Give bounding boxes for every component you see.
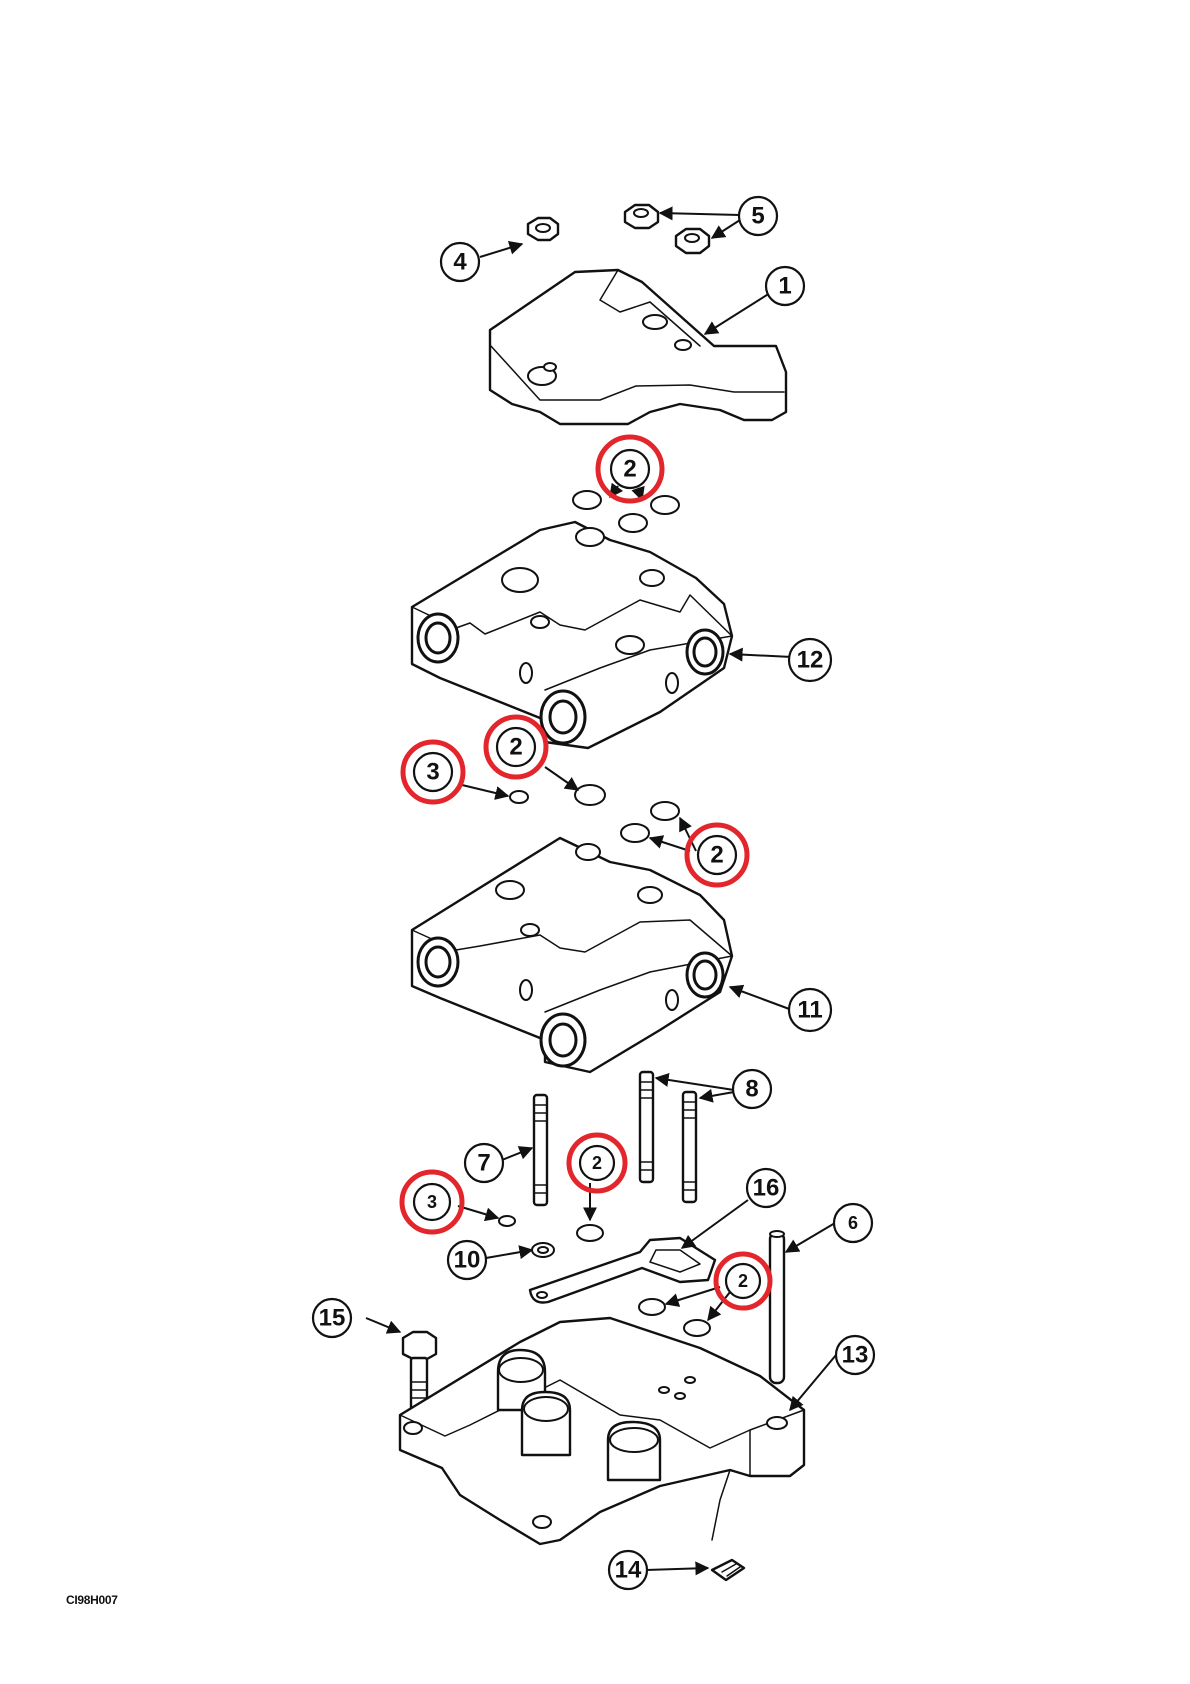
callout-label: 12 — [797, 647, 824, 674]
nut-part-4 — [526, 216, 560, 242]
callout-2d: 2 — [566, 1132, 628, 1194]
callout-label: 1 — [778, 273, 791, 300]
callout-13: 13 — [834, 1334, 876, 1376]
callout-label: 2 — [592, 1153, 602, 1173]
callout-14: 14 — [607, 1549, 649, 1591]
o-rings-middle — [509, 784, 680, 843]
callout-label: 2 — [509, 734, 522, 761]
callout-label: 2 — [623, 456, 636, 483]
nut-part-5b — [674, 227, 711, 255]
callout-2b: 2 — [483, 714, 549, 780]
callout-label: 3 — [426, 759, 439, 786]
valve-section-part-11 — [410, 836, 734, 1074]
callout-2e: 2 — [713, 1251, 773, 1311]
callout-16: 16 — [745, 1167, 787, 1209]
callout-8: 8 — [731, 1068, 773, 1110]
cover-plate-part-1 — [488, 268, 788, 426]
callout-label: 3 — [427, 1192, 437, 1212]
callout-1: 1 — [764, 265, 806, 307]
figure-code: CI98H007 — [66, 1593, 118, 1607]
callout-12: 12 — [787, 637, 833, 683]
callout-5: 5 — [737, 195, 779, 237]
callout-label: 6 — [848, 1213, 858, 1233]
callout-label: 8 — [745, 1076, 758, 1103]
callout-label: 13 — [842, 1342, 869, 1369]
stud-part-7 — [532, 1093, 549, 1207]
callout-2c: 2 — [684, 822, 750, 888]
callout-7: 7 — [463, 1142, 505, 1184]
stud-part-8b — [681, 1090, 698, 1204]
callout-label: 2 — [710, 842, 723, 869]
stud-part-8a — [638, 1070, 655, 1184]
callout-label: 15 — [319, 1305, 346, 1332]
callout-4: 4 — [439, 241, 481, 283]
callout-10: 10 — [446, 1239, 488, 1281]
callout-2a: 2 — [595, 434, 665, 504]
valve-section-part-12 — [410, 520, 734, 750]
callout-label: 16 — [753, 1175, 780, 1202]
plug-part-14 — [710, 1558, 746, 1582]
leader-lines — [365, 206, 837, 1576]
callout-11: 11 — [787, 987, 833, 1033]
callout-label: 2 — [738, 1271, 748, 1291]
callout-3b: 3 — [399, 1169, 465, 1235]
callout-label: 14 — [615, 1557, 642, 1584]
callout-label: 5 — [751, 203, 764, 230]
callout-3a: 3 — [400, 739, 466, 805]
callout-label: 7 — [477, 1150, 490, 1177]
callout-label: 10 — [454, 1247, 481, 1274]
bracket-part-16 — [528, 1236, 717, 1304]
callout-6: 6 — [832, 1202, 874, 1244]
base-part-13 — [398, 1316, 806, 1546]
callout-label: 4 — [453, 249, 467, 276]
pin-part-6 — [768, 1230, 786, 1385]
callout-label: 11 — [797, 997, 822, 1024]
bolt-part-15 — [401, 1330, 438, 1412]
nut-part-5a — [623, 203, 660, 230]
callout-15: 15 — [311, 1297, 353, 1339]
o-rings-upper — [572, 490, 680, 533]
